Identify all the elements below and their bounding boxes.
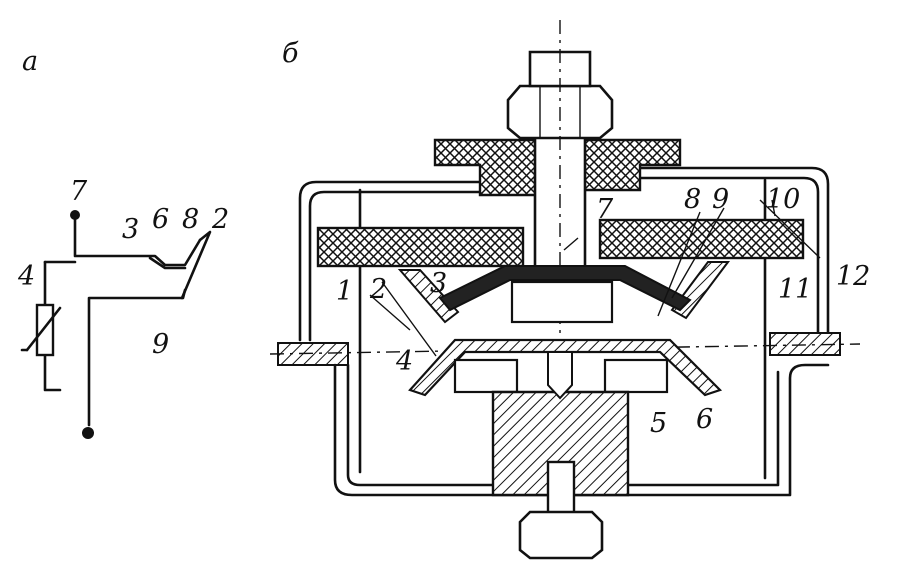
label-b-2: 2 (369, 274, 387, 305)
label-a-3: 3 (122, 214, 139, 245)
label-b-9: 9 (712, 184, 729, 215)
label-a-7: 7 (70, 176, 88, 207)
panel-b-letter: б (282, 38, 299, 69)
label-b-8: 8 (684, 184, 701, 215)
label-a-9: 9 (152, 329, 169, 360)
terminal-bottom-icon (82, 427, 94, 439)
panel-b-section (269, 20, 861, 560)
label-b-3: 3 (430, 268, 447, 299)
panel-a-letter: а (22, 46, 38, 77)
label-a-4: 4 (17, 261, 35, 292)
label-a-8: 8 (182, 204, 199, 235)
label-b-1: 1 (336, 276, 353, 307)
label-b-11: 11 (778, 274, 812, 305)
label-a-6: 6 (152, 204, 169, 235)
label-b-4: 4 (395, 346, 413, 377)
terminal-top-icon (70, 210, 80, 220)
label-b-7: 7 (596, 194, 614, 225)
label-b-6: 6 (696, 404, 713, 435)
label-b-5: 5 (650, 408, 667, 439)
label-b-10: 10 (766, 184, 800, 215)
label-a-2: 2 (211, 204, 229, 235)
thermistor-symbol (35, 303, 55, 357)
label-b-12: 12 (836, 261, 870, 292)
panel-a-schematic (20, 210, 212, 439)
